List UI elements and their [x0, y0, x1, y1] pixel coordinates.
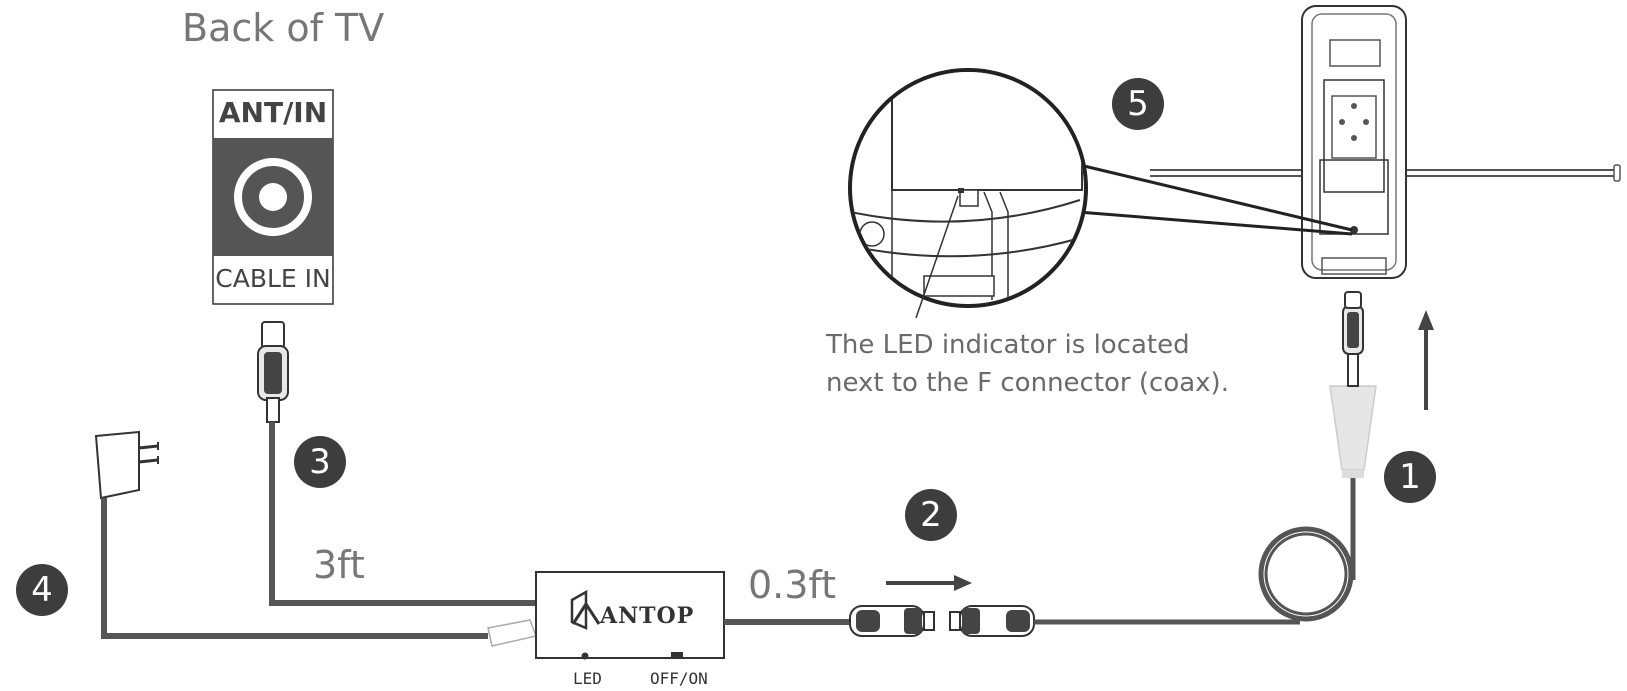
led-note: The LED indicator is located next to the… [826, 326, 1229, 402]
cable-3ft [269, 422, 536, 606]
step-badge-1: 1 [1384, 451, 1436, 503]
led-label: LED [573, 669, 602, 688]
led-note-line-1: The LED indicator is located [826, 330, 1190, 360]
amplifier-brand: ANTOP [600, 603, 695, 629]
step-badge-2: 2 [905, 489, 957, 541]
cable-length-0-3ft: 0.3ft [748, 563, 837, 607]
antenna-connector [1329, 291, 1377, 478]
led-indicator [958, 188, 964, 193]
tv-port-panel [212, 89, 334, 305]
back-of-tv-title: Back of TV [182, 6, 385, 50]
ant-in-label: ANT/IN [218, 96, 328, 129]
step-badge-4: 4 [16, 564, 68, 616]
power-cable [101, 498, 488, 639]
arrow-up-icon [1418, 310, 1434, 410]
led-note-line-2: next to the F connector (coax). [826, 368, 1229, 398]
cable-coil [1258, 526, 1354, 622]
amplifier-box [535, 571, 725, 660]
f-connector-right [949, 605, 1035, 637]
power-plug [487, 619, 538, 647]
tv-coax-connector [257, 321, 289, 423]
arrow-right-icon [886, 575, 972, 591]
switch-label: OFF/ON [650, 669, 708, 688]
step-badge-5: 5 [1112, 78, 1164, 130]
f-connector-left [849, 605, 935, 637]
power-switch [671, 652, 683, 658]
coax-port-icon [234, 158, 312, 236]
antop-logo-icon [570, 589, 588, 630]
antenna-body [1150, 5, 1621, 279]
led-magnifier-callout [848, 68, 1353, 319]
cable-in-label: CABLE IN [215, 264, 331, 293]
cable-length-3ft: 3ft [313, 543, 365, 587]
led-dot [581, 652, 589, 660]
power-adapter [94, 430, 159, 500]
step-badge-3: 3 [294, 436, 346, 488]
